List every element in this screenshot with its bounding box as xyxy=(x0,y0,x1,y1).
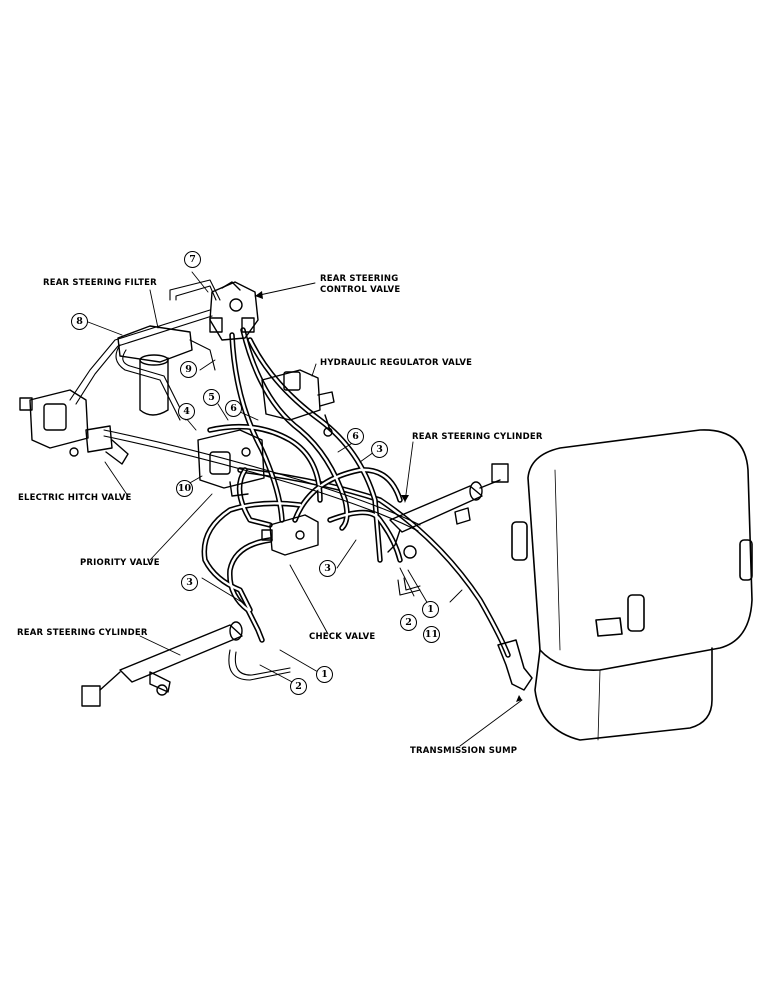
transmission-sump-label: TRANSMISSION SUMP xyxy=(410,746,518,756)
electric-hitch-valve-label: ELECTRIC HITCH VALVE xyxy=(18,493,132,503)
callout-3-right: 3 xyxy=(319,560,336,577)
callout-3-upper: 3 xyxy=(371,441,388,458)
callout-2-right: 2 xyxy=(400,614,417,631)
hydraulic-regulator-valve-label: HYDRAULIC REGULATOR VALVE xyxy=(320,358,473,368)
priority-valve-label: PRIORITY VALVE xyxy=(80,558,160,568)
rear-steering-cylinder-right-label: REAR STEERING CYLINDER xyxy=(412,432,543,442)
callout-9: 9 xyxy=(180,361,197,378)
rear-steering-filter-drawing xyxy=(117,325,193,416)
rear-steering-filter-label: REAR STEERING FILTER xyxy=(43,278,157,288)
callout-11: 11 xyxy=(423,626,440,643)
hydraulic-regulator-valve-drawing xyxy=(261,369,335,437)
priority-valve-drawing xyxy=(197,429,265,497)
callout-8: 8 xyxy=(71,313,88,330)
check-valve-drawing xyxy=(261,514,319,556)
check-valve-label: CHECK VALVE xyxy=(309,632,376,642)
rear-steering-cylinder-left-label: REAR STEERING CYLINDER xyxy=(17,628,148,638)
callout-1-right: 1 xyxy=(422,601,439,618)
callout-7: 7 xyxy=(184,251,201,268)
callout-4: 4 xyxy=(178,403,195,420)
rear-steering-control-valve-drawing xyxy=(209,281,259,341)
steel-tubes xyxy=(69,279,421,681)
rear-steering-control-valve-label-line1: REAR STEERING xyxy=(320,274,399,284)
callout-10: 10 xyxy=(176,480,193,497)
rear-steering-cylinder-right-drawing xyxy=(387,463,509,559)
arrowheads xyxy=(255,291,522,702)
callout-2-left: 2 xyxy=(290,678,307,695)
transmission-sump-drawing xyxy=(511,429,753,741)
callout-3-left: 3 xyxy=(181,574,198,591)
leader-lines xyxy=(87,271,523,747)
callout-6-lower: 6 xyxy=(347,428,364,445)
electric-hitch-valve-drawing xyxy=(19,389,129,465)
rear-steering-control-valve-label-line2: CONTROL VALVE xyxy=(320,285,401,295)
rear-steering-cylinder-left-drawing xyxy=(81,621,243,707)
callout-1-left: 1 xyxy=(316,666,333,683)
callout-6-upper: 6 xyxy=(225,400,242,417)
callout-5: 5 xyxy=(203,389,220,406)
